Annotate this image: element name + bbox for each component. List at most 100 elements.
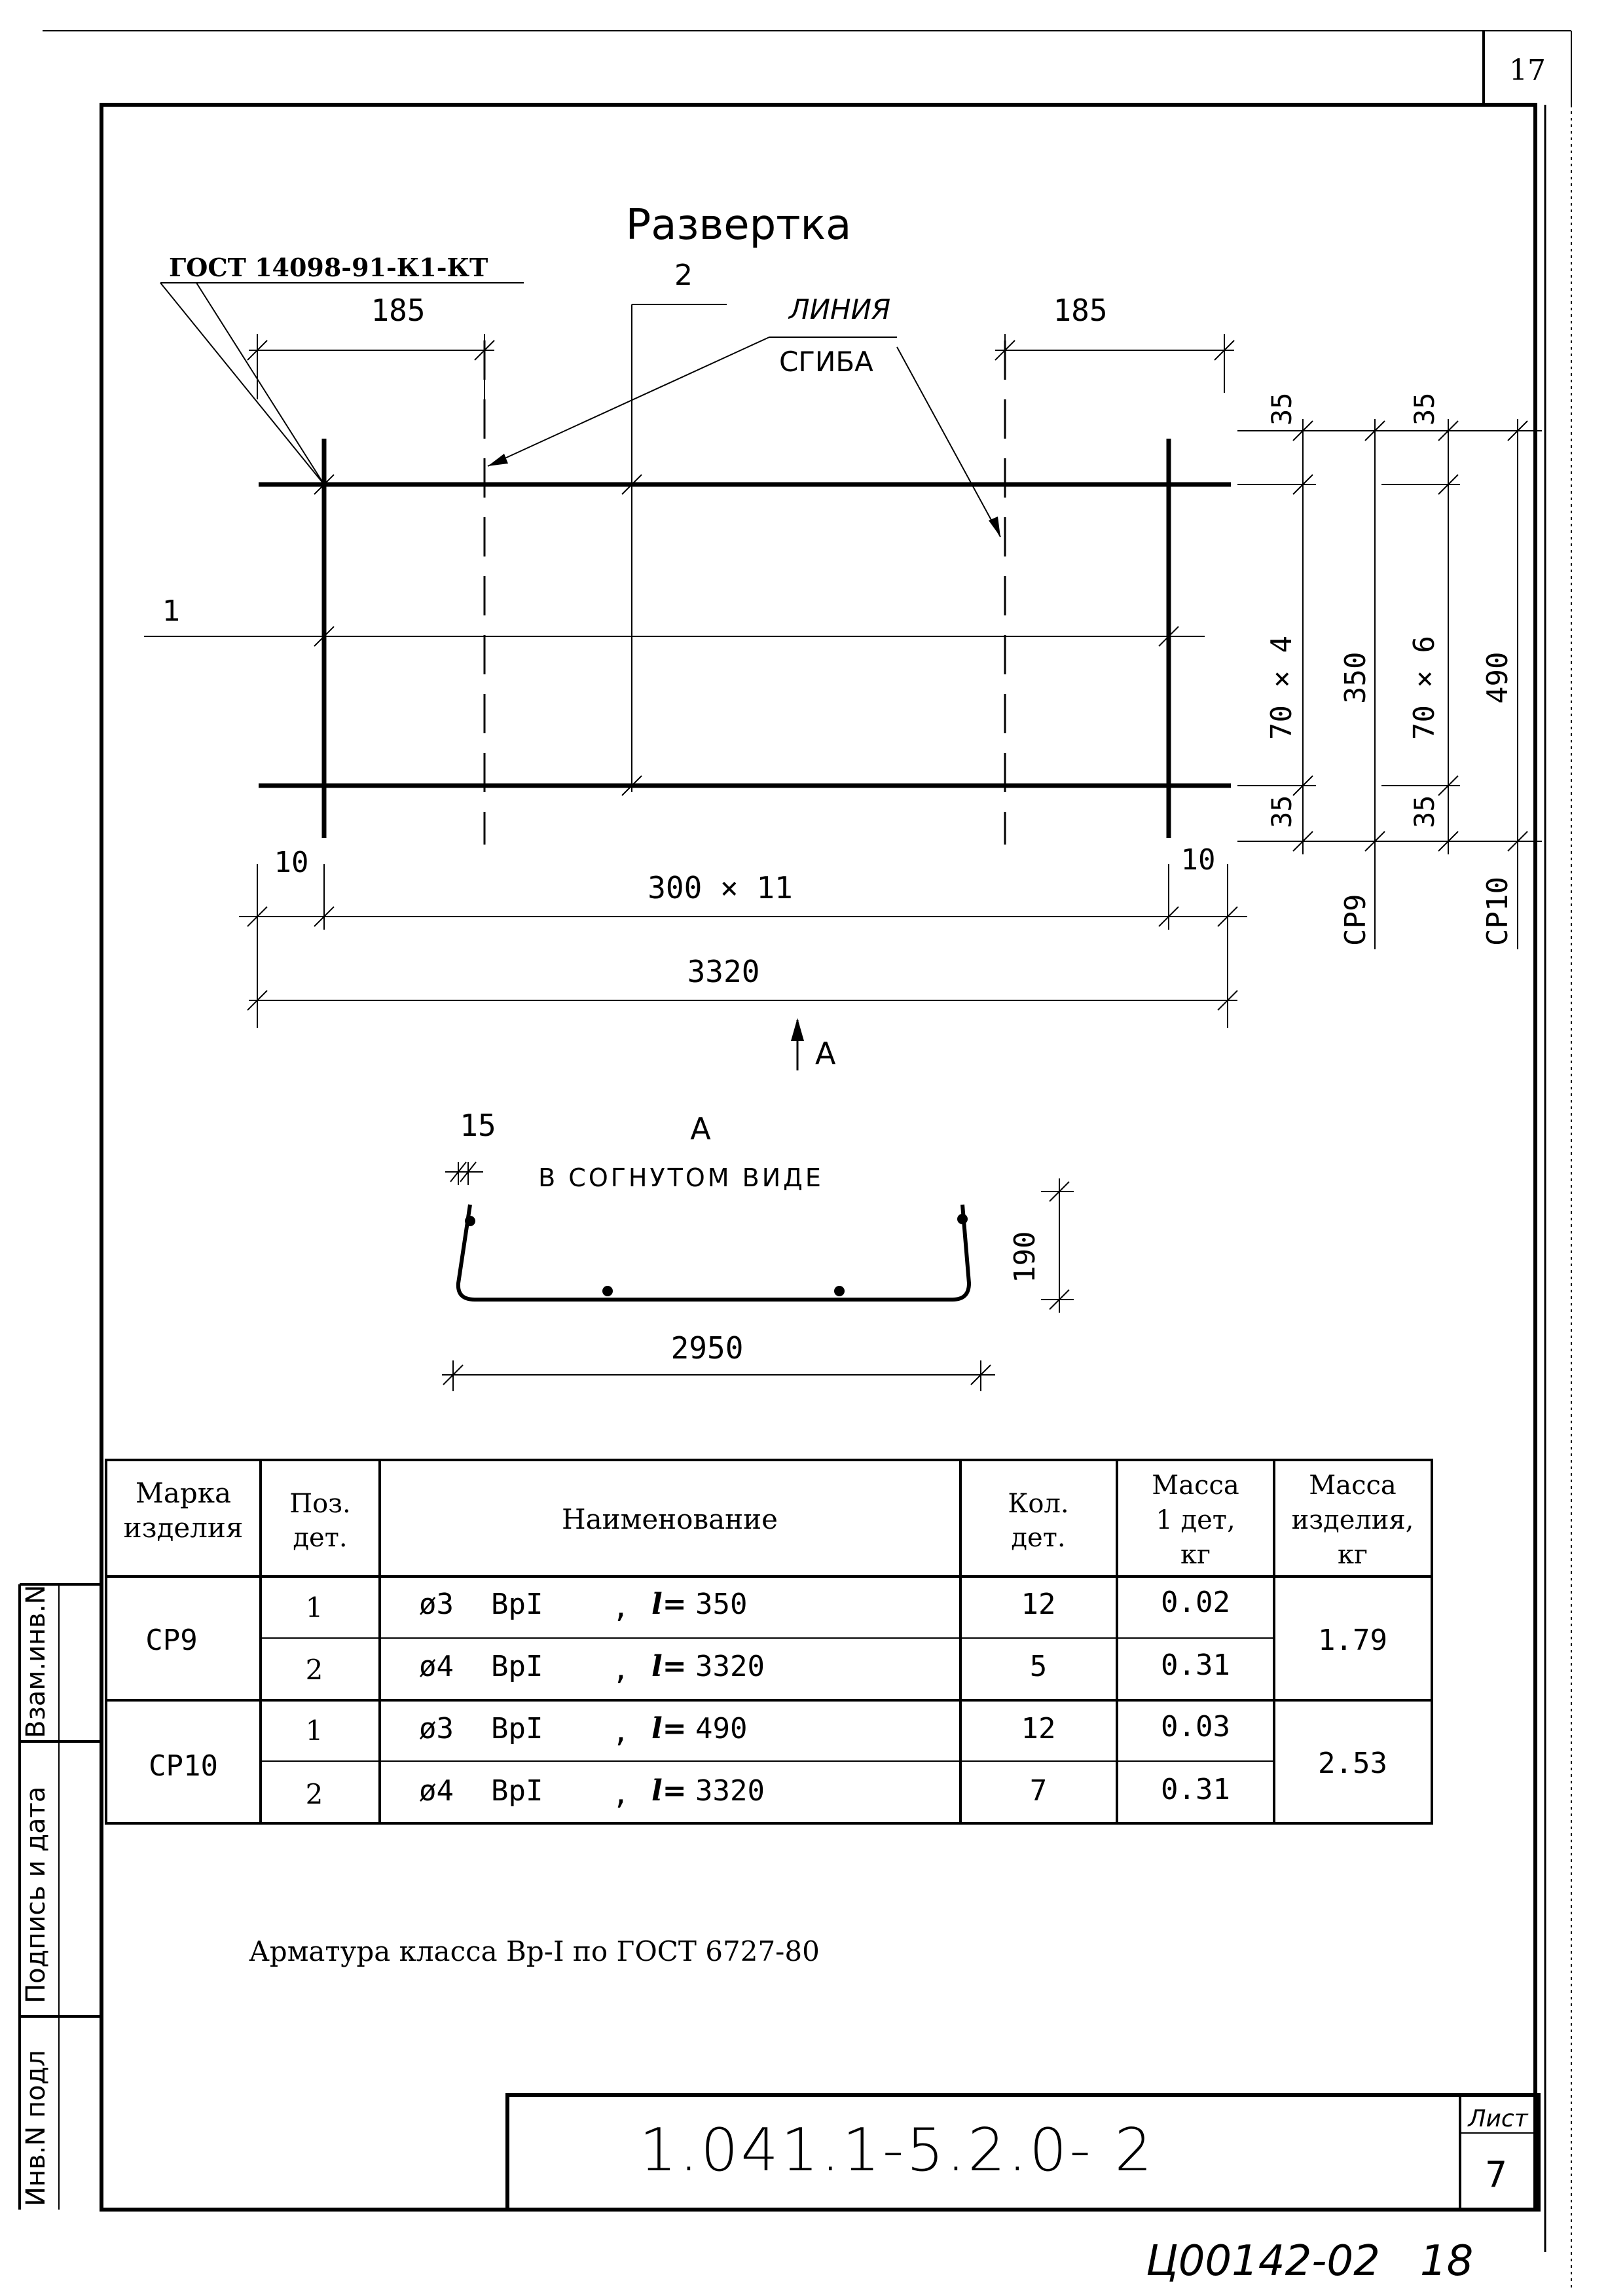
dim-total: 3320 bbox=[687, 954, 760, 989]
position-label-1: 1 bbox=[162, 594, 181, 628]
dim-top-left bbox=[247, 334, 495, 399]
row-len-symbol: l= bbox=[651, 1588, 687, 1621]
note-text: Арматура класса Вр-I по ГОСТ 6727-80 bbox=[249, 1935, 820, 1967]
row-steel: ВрI bbox=[491, 1588, 543, 1621]
cp9-middle: 70 × 4 bbox=[1265, 636, 1298, 740]
row-qty: 5 bbox=[1030, 1650, 1048, 1683]
sheet-label: Лист bbox=[1467, 2105, 1528, 2132]
bent-dim-height: 190 bbox=[1008, 1231, 1042, 1283]
header-mark-1: Марка bbox=[136, 1477, 231, 1509]
bend-line-leaders bbox=[487, 337, 1001, 538]
view-arrow-icon bbox=[791, 1018, 804, 1070]
row-mass: 0.03 bbox=[1161, 1710, 1230, 1743]
mesh-development bbox=[144, 304, 1231, 845]
gost-reference: ГОСТ 14098-91-К1-КТ bbox=[169, 253, 488, 282]
row-pos: 2 bbox=[306, 1654, 323, 1686]
header-mass-total-1: Масса bbox=[1309, 1470, 1396, 1501]
dim-spacing: 300 × 11 bbox=[648, 870, 793, 905]
cp10-label: СР10 bbox=[1481, 877, 1514, 946]
dim-top-left-value: 185 bbox=[371, 293, 425, 328]
row-sep: , bbox=[612, 1777, 630, 1811]
row-diam: ø3 bbox=[419, 1588, 454, 1621]
row-sep: , bbox=[612, 1715, 630, 1749]
header-qty-1: Кол. bbox=[1008, 1489, 1069, 1519]
dims-right-cp10 bbox=[1381, 419, 1542, 949]
dim-top-right bbox=[995, 334, 1235, 393]
row-len: 3320 bbox=[695, 1774, 765, 1808]
table-row: 1 ø3 ВрI , l= 490 12 0.03 bbox=[306, 1710, 1230, 1749]
dim-edge-right: 10 bbox=[1181, 843, 1216, 877]
page-number-top: 17 bbox=[1509, 54, 1546, 87]
row-len: 490 bbox=[695, 1712, 747, 1745]
header-mass1-3: кг bbox=[1180, 1540, 1211, 1570]
row-diam: ø4 bbox=[419, 1774, 454, 1808]
header-name: Наименование bbox=[562, 1503, 778, 1535]
row-steel: ВрI bbox=[491, 1712, 543, 1745]
header-qty-2: дет. bbox=[1011, 1523, 1065, 1553]
header-mass1-2: 1 дет, bbox=[1156, 1505, 1235, 1535]
specification-table bbox=[105, 1459, 1433, 1825]
header-pos-1: Поз. bbox=[289, 1489, 351, 1519]
row-mass: 0.02 bbox=[1161, 1586, 1230, 1619]
gost-leader bbox=[160, 282, 325, 485]
drawing-title: Развертка bbox=[626, 201, 852, 249]
document-code: 1.041.1-5.2.0- 2 bbox=[639, 2116, 1154, 2185]
bend-line-label-1: ЛИНИЯ bbox=[788, 293, 890, 325]
table-row: 1 ø3 ВрI , l= 350 12 0.02 bbox=[306, 1586, 1230, 1624]
row-len-symbol: l= bbox=[651, 1774, 687, 1808]
header-pos-2: дет. bbox=[293, 1523, 347, 1553]
row-pos: 2 bbox=[306, 1778, 323, 1810]
title-block bbox=[505, 2093, 1541, 2212]
bent-dim-offset: 15 bbox=[460, 1108, 496, 1143]
cp9-end-bottom: 35 bbox=[1266, 795, 1298, 828]
side-stamp-inv: Инв.N подл bbox=[21, 2050, 51, 2206]
header-mass-total-3: кг bbox=[1338, 1540, 1368, 1570]
table-row: 2 ø4 ВрI , l= 3320 7 0.31 bbox=[306, 1773, 1230, 1811]
cp10-middle: 70 × 6 bbox=[1408, 636, 1441, 740]
row-sep: , bbox=[612, 1653, 630, 1686]
view-arrow-label: А bbox=[815, 1036, 836, 1071]
archive-number: Ц00142-02 18 bbox=[1146, 2237, 1473, 2286]
group-mark-cp10: СР10 bbox=[149, 1749, 218, 1783]
dim-bottom-chain bbox=[239, 864, 1247, 1028]
bent-shape bbox=[442, 1161, 1074, 1391]
header-mark-2: изделия bbox=[124, 1512, 244, 1544]
row-len: 350 bbox=[695, 1588, 747, 1621]
header-mass-total-2: изделия, bbox=[1292, 1505, 1414, 1535]
row-sep: , bbox=[612, 1591, 630, 1624]
cp10-end-bottom: 35 bbox=[1408, 795, 1440, 828]
row-pos: 1 bbox=[306, 1715, 323, 1747]
dim-edge-left: 10 bbox=[274, 846, 309, 879]
row-diam: ø3 bbox=[419, 1712, 454, 1745]
row-qty: 7 bbox=[1030, 1774, 1048, 1808]
bent-dim-width: 2950 bbox=[671, 1330, 744, 1366]
cp10-end-top: 35 bbox=[1408, 392, 1440, 426]
cp10-total: 490 bbox=[1481, 652, 1514, 704]
row-mass: 0.31 bbox=[1161, 1773, 1230, 1806]
row-qty: 12 bbox=[1021, 1712, 1056, 1745]
row-len-symbol: l= bbox=[651, 1712, 687, 1745]
cp9-end-top: 35 bbox=[1266, 392, 1298, 426]
bent-view-label: А bbox=[690, 1111, 711, 1146]
cp9-label: СР9 bbox=[1339, 894, 1372, 946]
side-stamp-replace: Взам.инв.N bbox=[21, 1585, 51, 1738]
row-steel: ВрI bbox=[491, 1650, 543, 1683]
row-diam: ø4 bbox=[419, 1650, 454, 1683]
side-stamp-sign: Подпись и дата bbox=[21, 1787, 51, 2003]
group-mass-total-cp10: 2.53 bbox=[1318, 1747, 1387, 1780]
row-len: 3320 bbox=[695, 1650, 765, 1683]
cp9-total: 350 bbox=[1339, 652, 1372, 704]
row-mass: 0.31 bbox=[1161, 1649, 1230, 1682]
bend-line-label-2: СГИБА bbox=[779, 346, 873, 378]
group-mark-cp9: СР9 bbox=[145, 1624, 197, 1657]
group-mass-total-cp9: 1.79 bbox=[1318, 1624, 1387, 1657]
header-mass1-1: Масса bbox=[1152, 1470, 1239, 1501]
row-qty: 12 bbox=[1021, 1588, 1056, 1621]
bent-view-subtitle: В СОГНУТОМ ВИДЕ bbox=[538, 1163, 824, 1192]
dim-top-right-value: 185 bbox=[1053, 293, 1107, 328]
table-row: 2 ø4 ВрI , l= 3320 5 0.31 bbox=[306, 1649, 1230, 1686]
dims-right-cp9 bbox=[1237, 419, 1385, 949]
position-label-2: 2 bbox=[674, 259, 693, 292]
row-pos: 1 bbox=[306, 1592, 323, 1624]
